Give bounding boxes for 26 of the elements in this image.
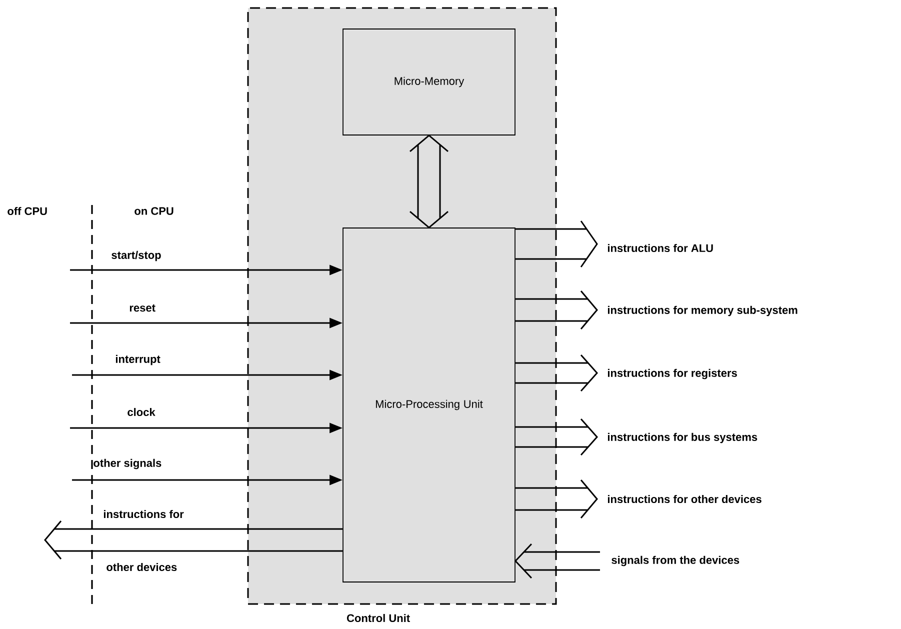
edge-label: other signals — [94, 458, 162, 470]
wide-arrow — [44, 520, 344, 560]
block-box: Micro-Memory — [342, 28, 516, 136]
wide-arrow — [514, 479, 598, 519]
block-box: Micro-Processing Unit — [342, 228, 516, 582]
edge-label: interrupt — [116, 354, 160, 366]
edge-label: instructions for — [104, 510, 184, 518]
side-label: on CPU — [134, 207, 174, 215]
wide-arrow — [409, 134, 449, 229]
edge-label: instructions for registers — [608, 368, 737, 380]
wide-arrow — [514, 354, 598, 392]
edge-label: instructions for other devices — [608, 494, 762, 504]
edge-label: instructions for bus systems — [608, 432, 758, 444]
wide-arrow — [514, 220, 598, 268]
edge-label: start/stop — [112, 250, 161, 262]
side-label: off CPU — [8, 206, 47, 216]
edge-label: reset — [130, 304, 156, 312]
wide-arrow — [514, 290, 598, 330]
edge-label: signals from the devices — [612, 556, 740, 566]
edge-label: instructions for ALU — [608, 244, 713, 252]
edge-label: instructions for memory sub-system — [608, 306, 798, 316]
wide-arrow — [514, 543, 601, 579]
box-heading: Control Unit — [347, 614, 410, 622]
side-label: other devices — [106, 562, 177, 572]
edge-label: clock — [128, 408, 156, 416]
wide-arrow — [514, 418, 598, 456]
